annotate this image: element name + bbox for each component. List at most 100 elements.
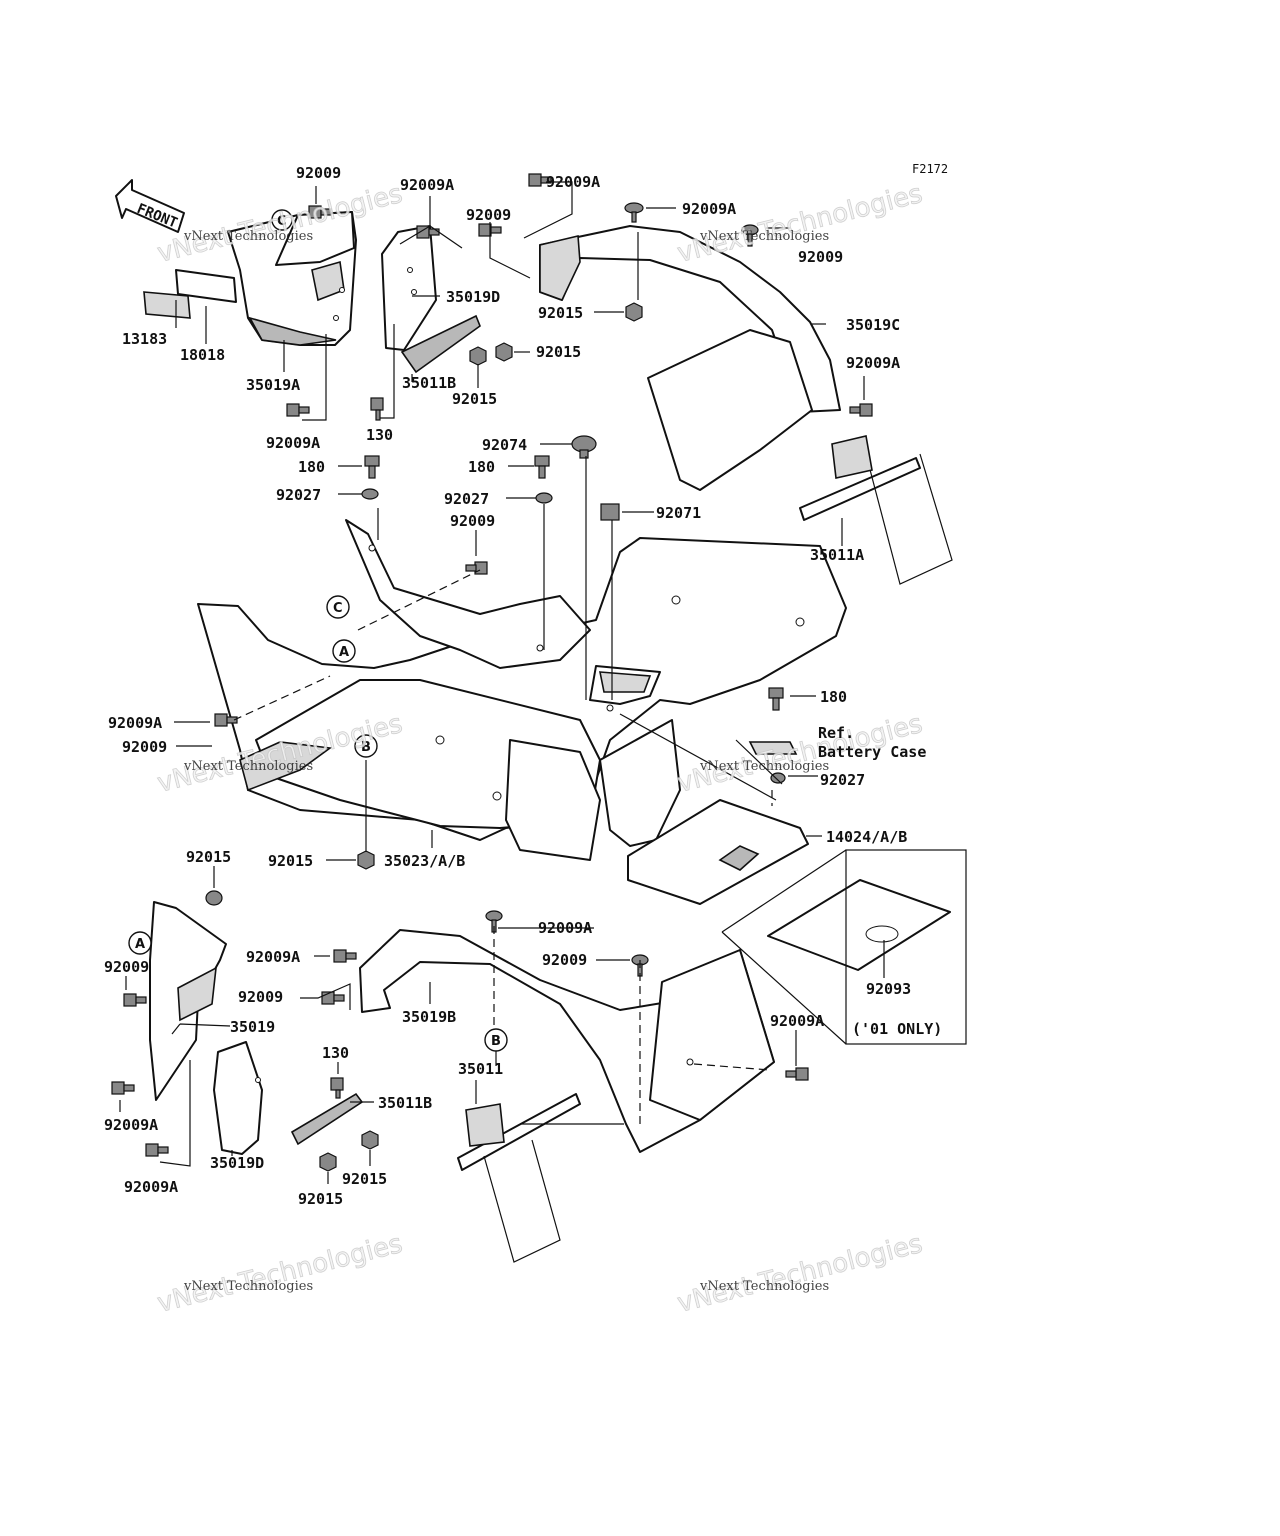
bolt-icon <box>624 202 644 223</box>
mud-flap-lower <box>213 1041 263 1155</box>
washer-icon <box>770 772 786 784</box>
part-label: 92009A <box>104 1116 158 1134</box>
part-label: 92009 <box>238 988 283 1006</box>
rear-right-fender <box>539 225 841 491</box>
part-label: 13183 <box>122 330 167 348</box>
part-label: 35019 <box>230 1018 275 1036</box>
part-label: 14024/A/B <box>826 828 907 846</box>
bolt-icon <box>768 687 784 711</box>
part-label: 35019A <box>246 376 300 394</box>
part-label: 92009A <box>124 1178 178 1196</box>
svg-text:vNext Technologies: vNext Technologies <box>154 1229 405 1319</box>
part-label: 92027 <box>444 490 489 508</box>
bolt-icon <box>145 1143 169 1157</box>
part-label: 92009 <box>542 951 587 969</box>
svg-text:vNext Technologies: vNext Technologies <box>699 1279 829 1294</box>
bolt-icon <box>308 205 332 219</box>
part-labels: 92009 92009A 92009A 92009 92009A 92009 1… <box>104 164 911 1208</box>
part-label: 92009A <box>400 176 454 194</box>
rear-left-fender <box>359 929 775 1153</box>
bolt-icon <box>534 455 550 479</box>
svg-text:vNext Technologies: vNext Technologies <box>183 759 313 774</box>
part-label: 92009A <box>266 434 320 452</box>
part-label: 92009A <box>546 173 600 191</box>
part-label: 180 <box>298 458 325 476</box>
part-label: 92009A <box>246 948 300 966</box>
cap-icon <box>571 435 597 459</box>
rear-fender-body <box>197 519 847 861</box>
svg-text:vNext Technologies: vNext Technologies <box>183 229 313 244</box>
svg-text:C: C <box>277 214 287 229</box>
svg-text:A: A <box>135 937 145 952</box>
part-label: 180 <box>468 458 495 476</box>
flange-nut-icon <box>357 850 375 870</box>
front-left-fender <box>227 211 357 346</box>
part-label: 92009 <box>104 958 149 976</box>
ref-note-line1: Ref. <box>818 724 854 742</box>
svg-text:vNext Technologies: vNext Technologies <box>699 229 829 244</box>
ref-circle-a-lower: A <box>128 931 152 955</box>
only-note: ('01 ONLY) <box>852 1020 942 1038</box>
part-label: 92015 <box>268 852 313 870</box>
part-label: 92009 <box>296 164 341 182</box>
ref-circle-c-top: C <box>271 209 293 231</box>
part-label: 35019C <box>846 316 900 334</box>
part-label: 35019B <box>402 1008 456 1026</box>
part-label: 92009A <box>846 354 900 372</box>
part-label: 92015 <box>452 390 497 408</box>
part-label: 92009 <box>122 738 167 756</box>
bolt-icon <box>849 403 873 417</box>
bolt-icon <box>416 225 440 239</box>
svg-text:C: C <box>333 601 343 616</box>
flange-nut-icon <box>469 346 487 366</box>
part-label: 92071 <box>656 504 701 522</box>
bolt-icon <box>330 1077 344 1099</box>
part-label: 92015 <box>538 304 583 322</box>
bolt-icon <box>286 403 310 417</box>
mud-flap-upper <box>381 225 437 351</box>
bracket-strip-upper <box>400 314 481 374</box>
figure-code: F2172 <box>912 162 948 176</box>
reference-callouts: C C A B A B <box>128 209 508 1052</box>
part-label: 180 <box>820 688 847 706</box>
part-label: 92009 <box>466 206 511 224</box>
bolt-icon <box>364 455 380 479</box>
flange-nut-icon <box>319 1152 337 1172</box>
ref-circle-b: B <box>354 734 378 758</box>
part-label: 92009 <box>450 512 495 530</box>
bolt-icon <box>123 993 147 1007</box>
flange-nut-icon <box>495 342 513 362</box>
ref-circle-c: C <box>326 595 350 619</box>
support-bracket-left <box>457 1093 581 1263</box>
part-label: 35011A <box>810 546 864 564</box>
part-label: 92027 <box>276 486 321 504</box>
bolt-icon <box>370 397 384 421</box>
part-label: 35019D <box>446 288 500 306</box>
part-label: 92015 <box>298 1190 343 1208</box>
bolt-icon <box>111 1081 135 1095</box>
part-label: 92074 <box>482 436 527 454</box>
part-label: 35011B <box>378 1094 432 1112</box>
bolt-icon <box>478 223 502 237</box>
svg-text:vNext Technologies: vNext Technologies <box>699 759 829 774</box>
clip-nut-icon <box>748 741 798 755</box>
flange-nut-icon <box>361 1130 379 1150</box>
flange-nut-icon <box>625 302 643 322</box>
part-label: 92009 <box>798 248 843 266</box>
assembly-lines <box>233 569 773 1124</box>
part-label: 35011B <box>402 374 456 392</box>
part-label: 92009A <box>108 714 162 732</box>
front-right-fender <box>149 901 227 1101</box>
svg-text:A: A <box>339 645 349 660</box>
washer-icon <box>361 488 379 500</box>
part-label: 92015 <box>186 848 231 866</box>
svg-text:B: B <box>491 1034 501 1049</box>
part-label: 35019D <box>210 1154 264 1172</box>
part-label: 92009A <box>538 919 592 937</box>
ref-circle-a: A <box>332 639 356 663</box>
ref-circle-b-lower: B <box>484 1028 508 1052</box>
part-label: 130 <box>366 426 393 444</box>
svg-text:B: B <box>361 740 371 755</box>
part-label: 18018 <box>180 346 225 364</box>
